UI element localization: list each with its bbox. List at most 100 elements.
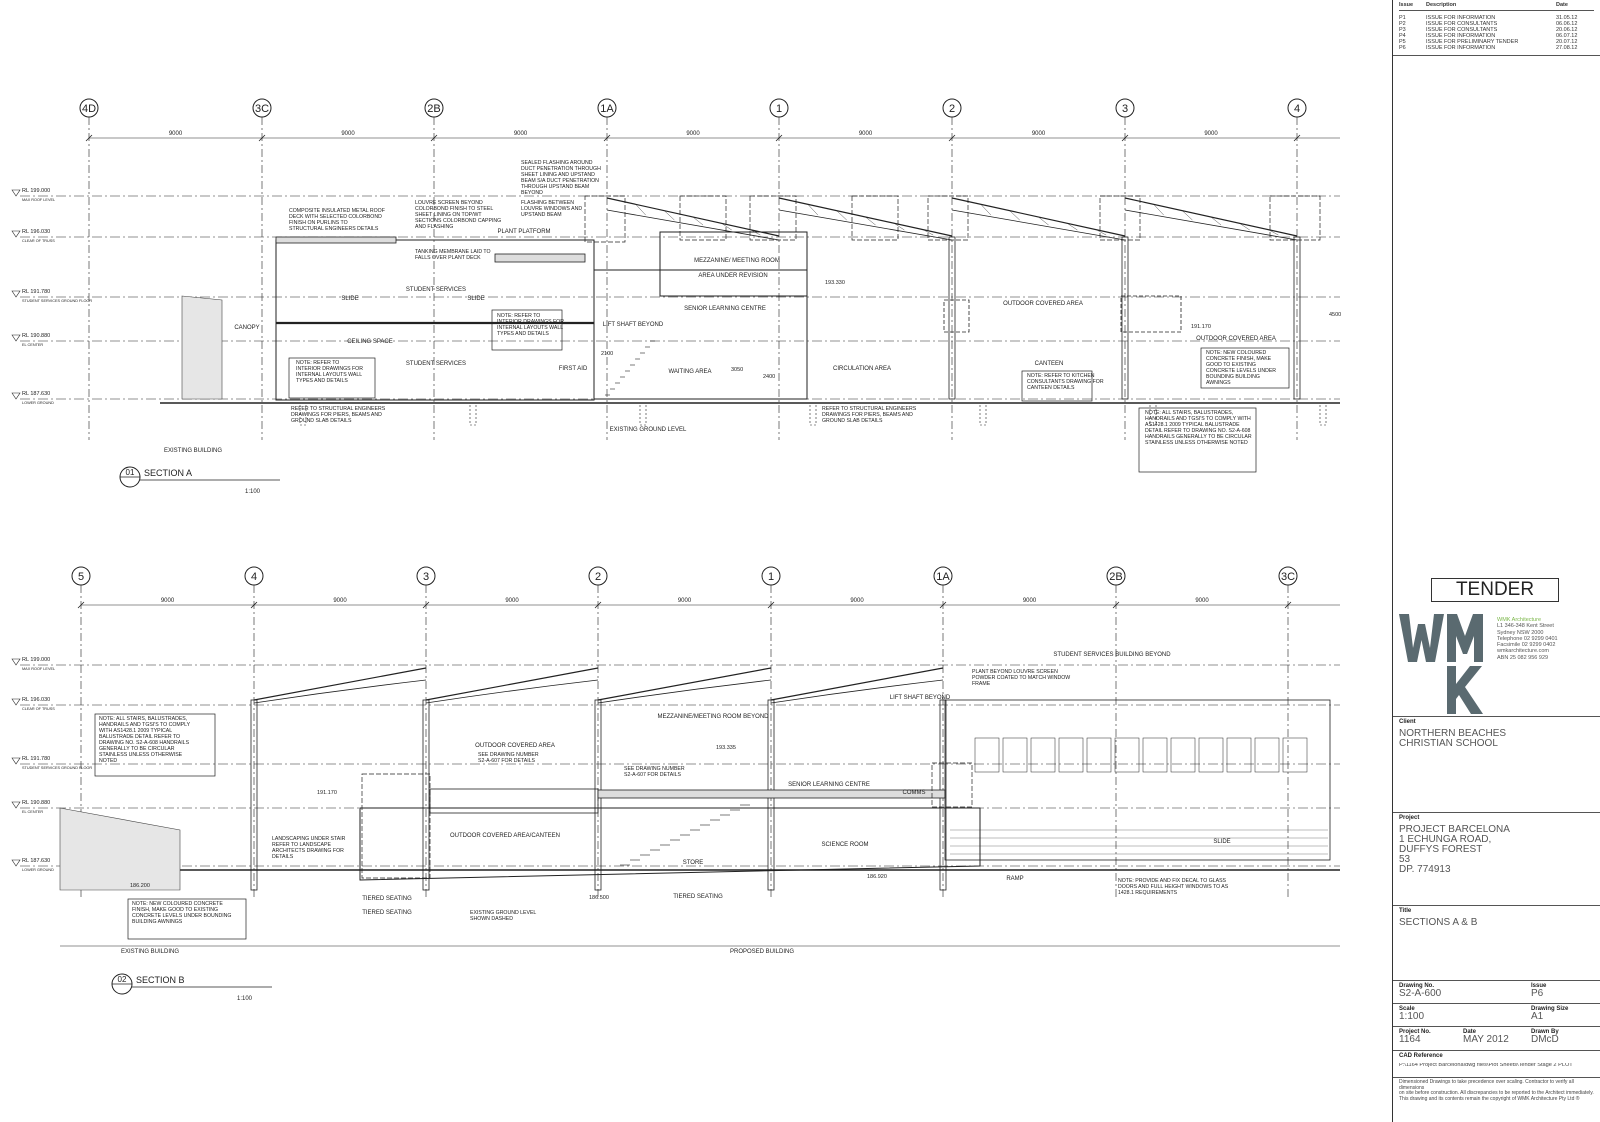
- steel-column: [250, 699, 258, 891]
- grid-label-1: 1: [776, 103, 782, 115]
- revision-cloud: [584, 195, 626, 243]
- senior-learning-centre-building: [593, 269, 808, 400]
- roof-chord: [770, 679, 944, 704]
- project-line-5: DP. 774913: [1399, 864, 1451, 875]
- senior-floor-slab: [597, 789, 946, 799]
- section-a-space-label: WAITING AREA: [668, 369, 711, 375]
- project-no-block: Project No. 1164: [1399, 1029, 1459, 1045]
- grid-label-2: 2: [595, 571, 601, 583]
- revision-header-date: Date: [1556, 2, 1568, 8]
- revision-header-issue: Issue: [1399, 2, 1414, 8]
- date-label: Date: [1463, 1029, 1477, 1035]
- window-pane: [1282, 737, 1308, 773]
- section-a-dimension-label: 2100: [601, 351, 613, 357]
- pier-footing: [299, 402, 307, 426]
- section-b-space-label: SENIOR LEARNING CENTRE: [788, 782, 870, 788]
- steel-column: [422, 699, 430, 891]
- section-b-dimension-label: 186.920: [867, 874, 887, 880]
- pier-footing: [469, 402, 477, 426]
- truss-web: [1268, 229, 1279, 236]
- disclaimer-line-2: on site before construction. All discrep…: [1399, 1090, 1594, 1097]
- pier-footing: [1319, 402, 1327, 426]
- drawing-size-label: Drawing Size: [1531, 1006, 1569, 1012]
- revision-description: ISSUE FOR CONSULTANTS: [1426, 27, 1498, 33]
- revision-issue: P2: [1399, 21, 1406, 27]
- level-rl-label: RL 196.030: [22, 229, 50, 235]
- window-pane: [1142, 737, 1168, 773]
- wmk-logo: [1399, 614, 1483, 714]
- level-rl-label: RL 191.780: [22, 756, 50, 762]
- dimension-tick: [1284, 601, 1292, 609]
- section-a-dimension-label: 193.330: [825, 280, 845, 286]
- grid-spacing-dimension: 9000: [1204, 131, 1218, 137]
- section-a-space-label: FIRST AID: [559, 366, 588, 372]
- firm-address-line: wmkarchitecture.com: [1497, 648, 1549, 655]
- dimension-tick: [77, 601, 85, 609]
- level-marker-icon: [11, 658, 21, 666]
- revision-date: 06.07.12: [1556, 33, 1578, 39]
- revision-issue: P5: [1399, 39, 1406, 45]
- section-a-dimension-label: 2400: [763, 374, 775, 380]
- note-box: [127, 898, 247, 940]
- revision-description: ISSUE FOR CONSULTANTS: [1426, 21, 1498, 27]
- level-rl-label: RL 199.000: [22, 188, 50, 194]
- section-b-space-label: STORE: [683, 860, 704, 866]
- section-a-space-label: STUDENT SERVICES: [406, 361, 466, 367]
- level-name-label: STUDENT SERVICES GROUND FLOOR: [22, 766, 92, 770]
- issue-label: Issue: [1531, 983, 1547, 989]
- truss-web: [865, 216, 876, 226]
- level-marker-icon: [11, 230, 21, 238]
- steel-column: [948, 236, 956, 400]
- truss-web: [692, 216, 704, 226]
- grid-spacing-dimension: 9000: [169, 131, 183, 137]
- section-title: SECTION A: [144, 468, 192, 478]
- grid-spacing-dimension: 9000: [678, 598, 692, 604]
- dimension-tick: [250, 601, 258, 609]
- revision-issue: P3: [1399, 27, 1406, 33]
- level-marker-icon: [11, 392, 21, 400]
- note-box: [1021, 370, 1093, 402]
- note-box: [94, 713, 216, 777]
- grid-label-2: 2: [949, 103, 955, 115]
- grid-label-2b: 2B: [427, 103, 440, 115]
- level-name-label: MAX ROOF LEVEL: [22, 667, 55, 671]
- project-no-label: Project No.: [1399, 1029, 1431, 1035]
- disclaimer-line-3: This drawing and its contents remain the…: [1399, 1095, 1580, 1102]
- grid-label-3: 3: [1122, 103, 1128, 115]
- revision-description: ISSUE FOR INFORMATION: [1426, 15, 1496, 21]
- plant-platform: [494, 253, 586, 263]
- grid-label-4: 4: [251, 571, 257, 583]
- grid-spacing-dimension: 9000: [514, 131, 528, 137]
- grid-label-1a: 1A: [600, 103, 614, 115]
- section-b-space-label: LIFT SHAFT BEYOND: [890, 695, 951, 701]
- project-label: Project: [1399, 815, 1420, 821]
- window-pane: [1170, 737, 1196, 773]
- section-a-space-label: CANOPY: [234, 325, 259, 331]
- client-block: Client NORTHERN BEACHES CHRISTIAN SCHOOL: [1399, 719, 1594, 749]
- level-rl-label: RL 187.630: [22, 858, 50, 864]
- revision-header-row: Issue Description Date: [1399, 2, 1594, 8]
- window-pane: [1030, 737, 1056, 773]
- dimension-tick: [430, 134, 438, 142]
- section-a-space-label: CANTEEN: [1035, 361, 1064, 367]
- steel-column: [1121, 236, 1129, 400]
- drawing-size-value: A1: [1531, 1011, 1544, 1022]
- drawn-by-block: Drawn By DMcD: [1531, 1029, 1594, 1045]
- pier-footing: [809, 402, 817, 426]
- steel-column: [1293, 236, 1301, 400]
- window-pane: [1226, 737, 1252, 773]
- section-b-dimension-label: 186.500: [589, 895, 609, 901]
- roof-deck: [275, 236, 397, 244]
